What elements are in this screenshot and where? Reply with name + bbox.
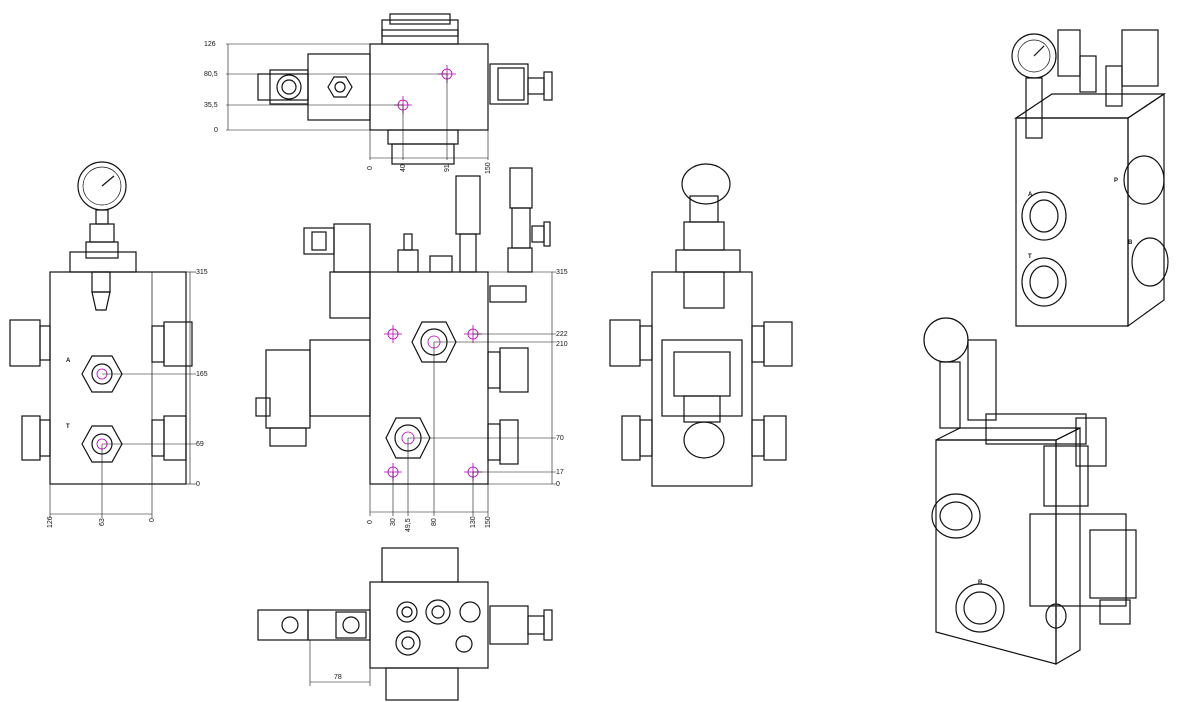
front-view-x-dims: 0 30 49,5 80 130 150 xyxy=(367,516,492,532)
dim-label: 0 xyxy=(367,166,374,170)
dim-label: 91 xyxy=(444,164,451,172)
left-view-y-dims: 315 165 69 0 xyxy=(196,269,208,488)
isometric-view-bottom: R xyxy=(923,317,1137,666)
dim-label: 0 xyxy=(214,127,218,134)
dim-label: 70 xyxy=(556,435,564,442)
dim-label: 30 xyxy=(390,518,397,526)
dim-label: 17 xyxy=(556,469,564,476)
dim-label: 0 xyxy=(196,481,200,488)
top-view-x-dims: 0 40 91 150 xyxy=(367,162,492,174)
dim-label: 130 xyxy=(470,516,477,528)
dim-label: 222 xyxy=(556,331,568,338)
dim-label: 35,5 xyxy=(204,102,218,109)
top-view-y-dims: 126 80,5 35,5 0 xyxy=(204,41,218,134)
left-view-x-dims: 126 63 0 xyxy=(47,516,156,528)
front-view: 315 222 210 70 17 0 0 30 49,5 80 130 150 xyxy=(255,167,568,532)
port-label: T xyxy=(1028,254,1032,260)
dim-label: 80 xyxy=(431,518,438,526)
dim-label: 126 xyxy=(47,516,54,528)
dim-label: 165 xyxy=(196,371,208,378)
dim-label: 150 xyxy=(485,516,492,528)
pressure-gauge-icon xyxy=(77,161,127,225)
dim-label: 80,5 xyxy=(204,71,218,78)
dim-label: 0 xyxy=(149,518,156,522)
port-label: A xyxy=(66,358,71,364)
dim-label: 210 xyxy=(556,341,568,348)
isometric-view-top: A P T B xyxy=(1011,29,1169,328)
port-label: A xyxy=(1028,192,1033,198)
dim-label: 78 xyxy=(334,674,342,681)
top-view: 126 80,5 35,5 0 0 40 91 150 xyxy=(204,13,553,174)
left-view: A T 315 165 69 0 126 63 0 xyxy=(9,161,208,528)
right-view xyxy=(609,163,793,487)
bottom-view: 78 xyxy=(257,547,553,701)
dim-label: 315 xyxy=(196,269,208,276)
port-label: R xyxy=(978,580,983,586)
port-label: P xyxy=(1114,178,1118,184)
dim-label: 315 xyxy=(556,269,568,276)
dim-label: 40 xyxy=(400,164,407,172)
dim-label: 150 xyxy=(485,162,492,174)
dim-label: 49,5 xyxy=(405,518,412,532)
dim-label: 63 xyxy=(99,518,106,526)
dim-label: 126 xyxy=(204,41,216,48)
pressure-gauge-icon xyxy=(1011,33,1057,79)
port-label: B xyxy=(1128,240,1133,246)
front-view-y-dims: 315 222 210 70 17 0 xyxy=(556,269,568,488)
port-label: T xyxy=(66,424,70,430)
dim-label: 0 xyxy=(556,481,560,488)
dim-label: 69 xyxy=(196,441,204,448)
dim-label: 0 xyxy=(367,520,374,524)
